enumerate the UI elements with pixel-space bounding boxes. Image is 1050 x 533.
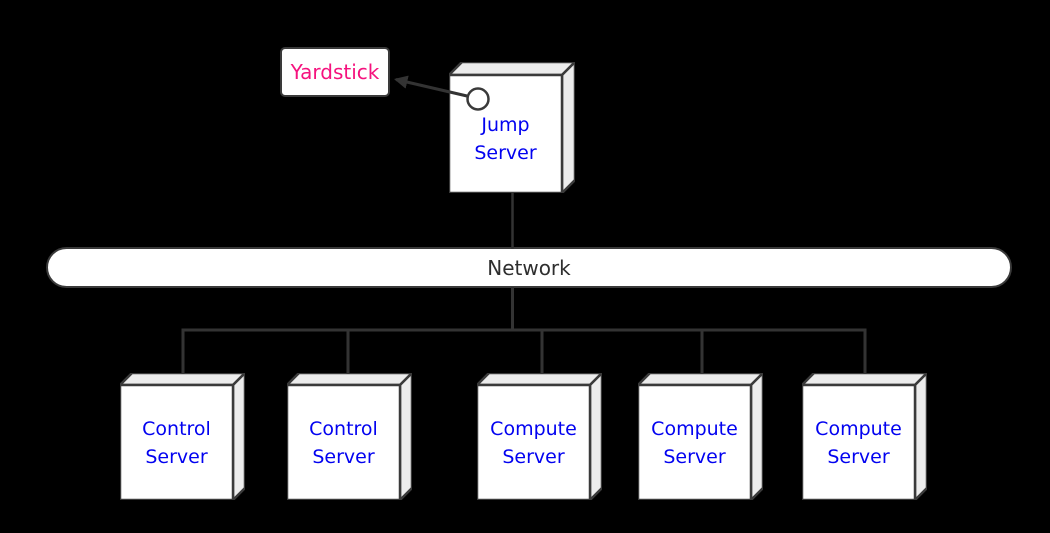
yardstick-node: Yardstick — [280, 47, 390, 97]
server-3d-shape — [120, 373, 245, 500]
control-server-label: Control Server — [142, 417, 211, 468]
compute-server-label: Compute Server — [651, 417, 738, 468]
network-node: Network — [46, 247, 1012, 288]
jump-server-label: Jump Server — [474, 113, 537, 164]
yardstick-label: Yardstick — [290, 60, 380, 84]
control-server-node-2: Control Server — [287, 373, 412, 500]
compute-server-node-2: Compute Server — [638, 373, 763, 500]
server-3d-shape — [287, 373, 412, 500]
compute-server-node-1: Compute Server — [477, 373, 602, 500]
network-label: Network — [487, 255, 571, 280]
server-3d-shape — [477, 373, 602, 500]
compute-server-node-3: Compute Server — [802, 373, 927, 500]
compute-server-label: Compute Server — [815, 417, 902, 468]
server-3d-shape — [638, 373, 763, 500]
server-3d-shape — [802, 373, 927, 500]
control-server-node-1: Control Server — [120, 373, 245, 500]
compute-server-label: Compute Server — [490, 417, 577, 468]
control-server-label: Control Server — [309, 417, 378, 468]
jump-server-node: Jump Server — [449, 62, 575, 193]
